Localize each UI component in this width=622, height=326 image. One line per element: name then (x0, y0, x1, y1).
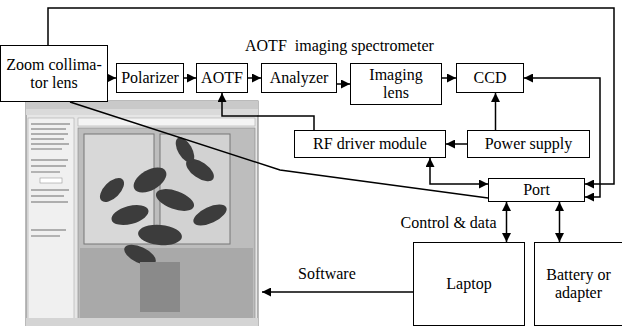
connector-arrow (559, 202, 561, 242)
connector-arrow (222, 93, 314, 130)
connector-label: Control & data (399, 214, 499, 232)
power-box: Power supply (467, 130, 590, 158)
node-label: Polarizer (121, 69, 179, 87)
software-arrow (262, 291, 413, 293)
image-area (78, 128, 255, 320)
computer-box: Laptop (413, 242, 525, 326)
connector-arrow (446, 143, 467, 145)
optics-box: Polarizer (116, 63, 184, 93)
window-frame (26, 101, 258, 326)
connector-arrow (495, 93, 497, 130)
plant-pot (140, 262, 180, 312)
aotf-box: AOTF (196, 63, 248, 93)
connector-arrow (70, 102, 488, 198)
node-label: Imaging lens (355, 66, 437, 102)
connector-arrow (108, 77, 116, 79)
connector-arrow (337, 83, 350, 85)
node-label: Power supply (485, 135, 573, 153)
node-label: CCD (474, 69, 507, 87)
power-source-box: Battery or adapter (534, 242, 622, 326)
plant-leaves (96, 134, 230, 269)
port-box: Port (488, 178, 585, 202)
panel-rows (31, 124, 70, 236)
connector-arrow (184, 77, 196, 79)
image-toolbar (78, 118, 255, 126)
connector-arrow (506, 202, 508, 242)
title-bar (26, 101, 258, 109)
driver-box: RF driver module (294, 130, 446, 158)
node-label: Laptop (446, 275, 491, 293)
menu-bar (26, 109, 258, 115)
connector-arrow (430, 158, 488, 184)
node-label: RF driver module (313, 135, 427, 153)
table-top (80, 248, 253, 318)
optics-box: Analyzer (261, 63, 337, 93)
camera-box: CCD (456, 63, 524, 93)
diagram-title-label: AOTF imaging spectrometer (243, 37, 436, 55)
node-label: Port (523, 181, 550, 199)
connector-arrow (48, 8, 614, 184)
optics-box: Imaging lens (350, 63, 442, 105)
status-bar (26, 318, 258, 326)
connector-arrow (248, 77, 261, 79)
connector-arrow (442, 77, 456, 79)
node-label: Zoom collima- tor lens (5, 56, 103, 92)
panel-button (40, 178, 62, 183)
node-label: Battery or adapter (539, 266, 618, 302)
node-label: AOTF (201, 69, 243, 87)
node-label: Analyzer (270, 69, 329, 87)
lens-box: Zoom collima- tor lens (0, 45, 108, 102)
arrow-label: Software (296, 265, 358, 283)
control-panel (28, 118, 74, 323)
